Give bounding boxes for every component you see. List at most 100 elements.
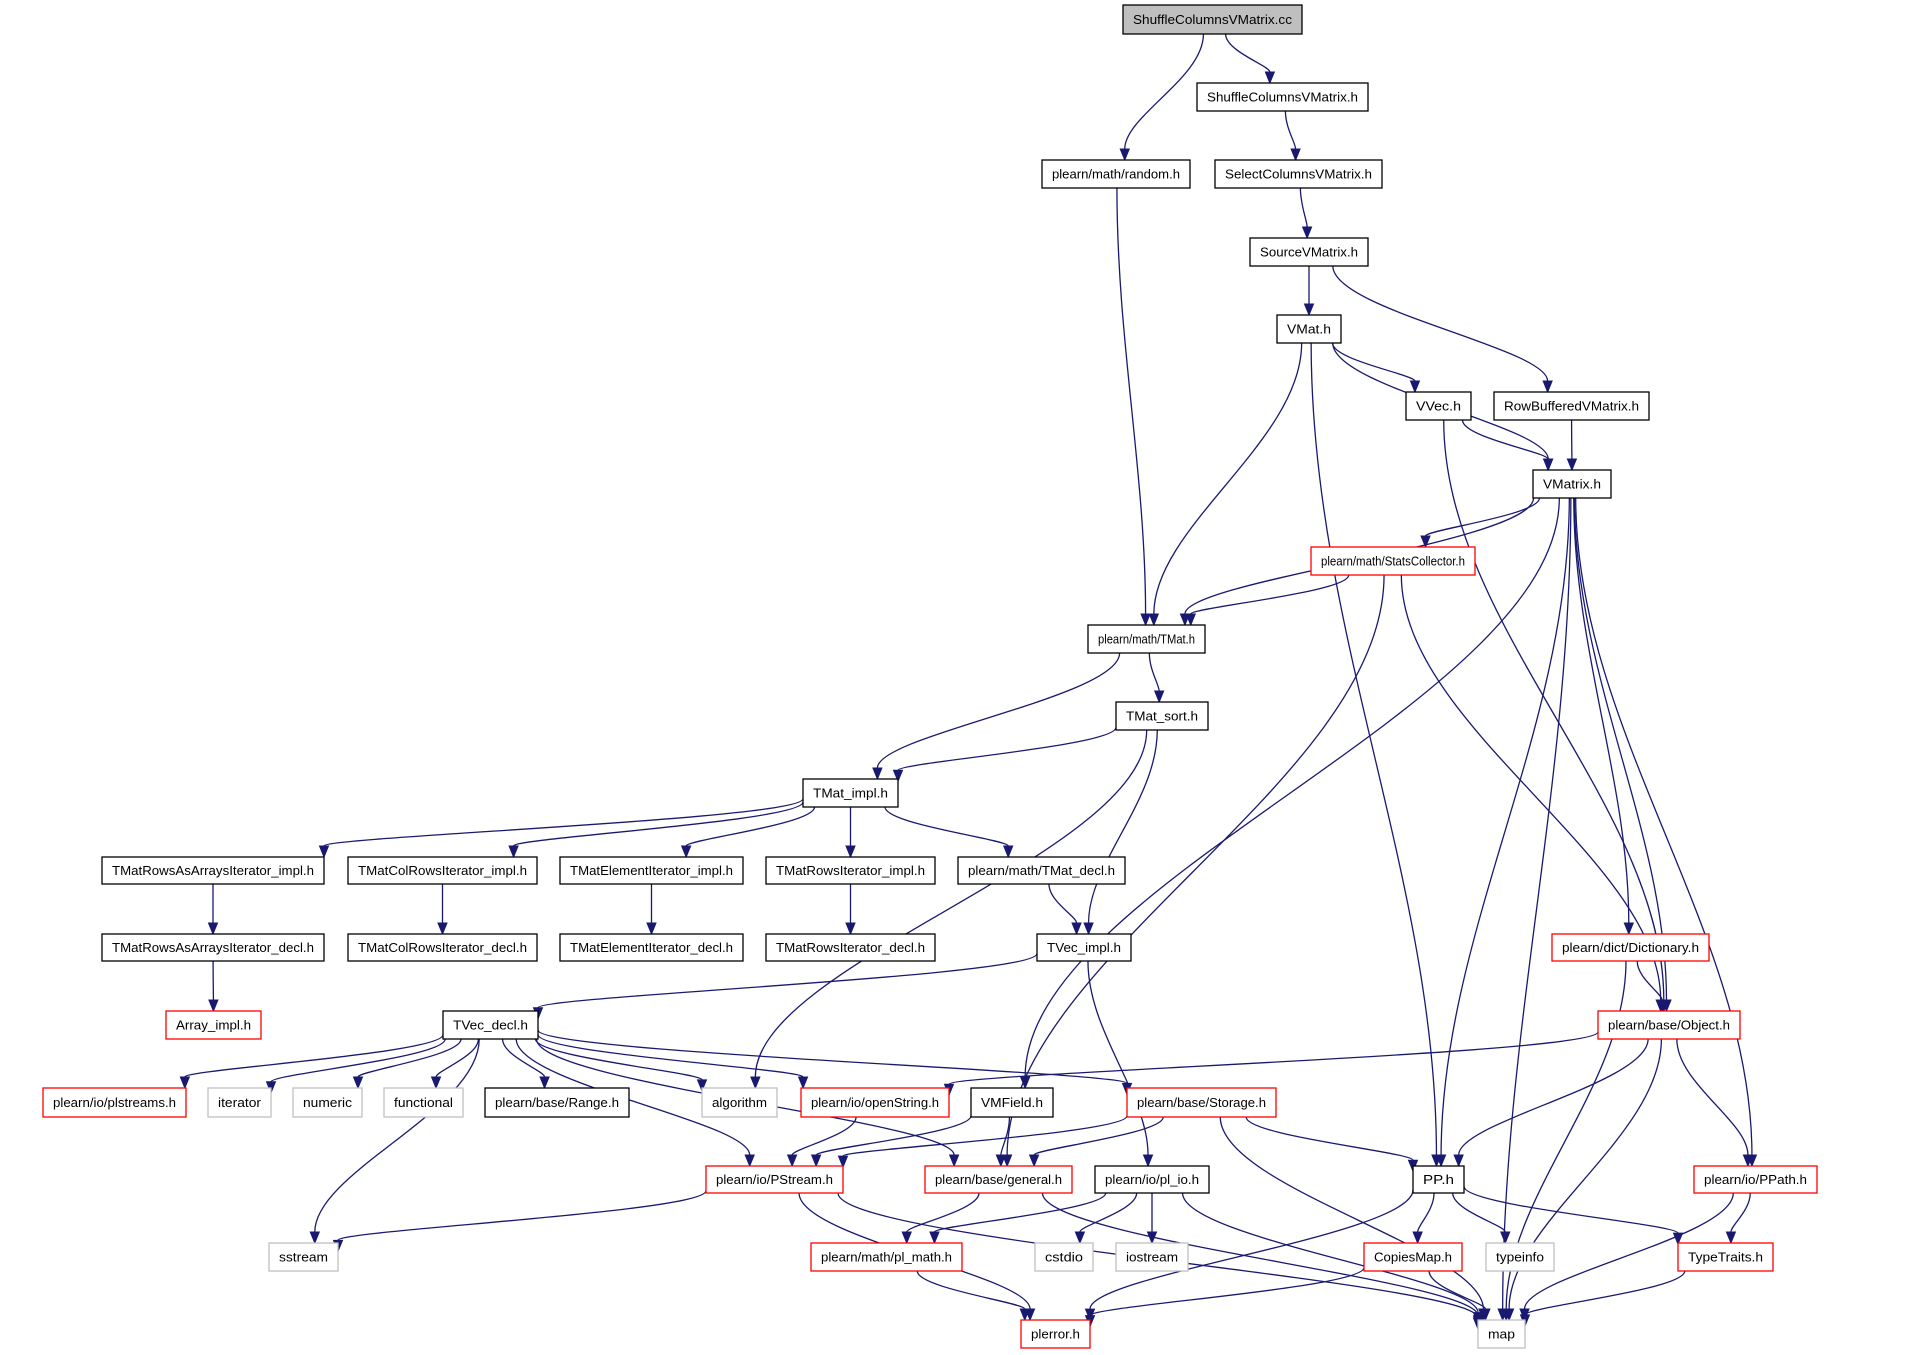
- edge-line: [897, 727, 1117, 771]
- edge-tvec_decl-to-algorithm: [534, 1038, 708, 1093]
- node-box: [1493, 391, 1650, 421]
- node-vmfield-h[interactable]: VMField.h: [970, 1087, 1054, 1118]
- edge-vmatrix_h-to-map: [1497, 497, 1572, 1322]
- arrowhead-icon: [265, 1081, 277, 1095]
- arrowhead-icon: [1725, 1231, 1737, 1245]
- node-typetraits-h[interactable]: TypeTraits.h: [1677, 1242, 1774, 1272]
- node-rowbuf-h[interactable]: RowBufferedVMatrix.h: [1493, 391, 1650, 421]
- edge-line: [1124, 33, 1205, 150]
- node-elem-impl[interactable]: TMatElementIterator_impl.h: [559, 856, 744, 885]
- edge-line: [1461, 419, 1549, 460]
- edge-vmat_h-to-vvec_h: [1331, 342, 1421, 394]
- node-box: [1020, 1319, 1091, 1349]
- edge-line: [754, 729, 1148, 1078]
- edge-line: [537, 1033, 804, 1078]
- edge-line: [1299, 187, 1308, 228]
- edge-storage_h-to-pstream_h: [837, 1115, 1128, 1169]
- node-rowsarr-impl[interactable]: TMatRowsAsArraysIterator_impl.h: [101, 856, 325, 885]
- edge-general_h-to-pl_math_h: [901, 1192, 980, 1245]
- node-pstream-h[interactable]: plearn/io/PStream.h: [705, 1165, 844, 1194]
- node-label: VVec.h: [1416, 399, 1461, 414]
- node-vvec-h[interactable]: VVec.h: [1405, 391, 1472, 421]
- arrowhead-icon: [1656, 999, 1668, 1013]
- node-tvec-decl[interactable]: TVec_decl.h: [442, 1010, 539, 1040]
- node-box: [559, 933, 744, 962]
- edge-line: [515, 1038, 751, 1156]
- node-openstring-h[interactable]: plearn/io/openString.h: [800, 1087, 950, 1118]
- node-label: ShuffleColumnsVMatrix.h: [1207, 90, 1358, 105]
- node-cc[interactable]: ShuffleColumnsVMatrix.cc: [1122, 4, 1303, 35]
- edge-line: [876, 652, 1121, 769]
- edge-tvec_decl-to-functional: [430, 1038, 480, 1090]
- node-dict-h[interactable]: plearn/dict/Dictionary.h: [1551, 933, 1710, 962]
- edge-line: [1463, 1186, 1679, 1234]
- node-source-h[interactable]: SourceVMatrix.h: [1249, 237, 1369, 267]
- node-stats-h[interactable]: plearn/math/StatsCollector.h: [1310, 546, 1476, 576]
- node-tmat-decl[interactable]: plearn/math/TMat_decl.h: [957, 856, 1126, 885]
- node-tmat-impl-h[interactable]: TMat_impl.h: [802, 778, 899, 808]
- node-rowsarr-decl[interactable]: TMatRowsAsArraysIterator_decl.h: [101, 933, 325, 962]
- edge-object_h-to-map: [1503, 1038, 1663, 1322]
- edge-pp_h-to-copiesmap_h: [1412, 1192, 1435, 1245]
- node-pp-h[interactable]: PP.h: [1412, 1165, 1465, 1194]
- edge-tvec_decl-to-iterator: [265, 1038, 446, 1095]
- edge-line: [1424, 497, 1541, 537]
- node-label: plearn/io/PPath.h: [1704, 1172, 1807, 1187]
- node-label: VMatrix.h: [1543, 477, 1601, 492]
- node-shuffle-h[interactable]: ShuffleColumnsVMatrix.h: [1196, 82, 1369, 112]
- node-array-impl[interactable]: Array_impl.h: [165, 1010, 262, 1040]
- edge-line: [916, 1270, 1026, 1310]
- node-pl-math-h[interactable]: plearn/math/pl_math.h: [810, 1242, 963, 1272]
- node-plstreams-h[interactable]: plearn/io/plstreams.h: [42, 1087, 187, 1118]
- node-object-h[interactable]: plearn/base/Object.h: [1597, 1010, 1741, 1040]
- node-box: [207, 1087, 272, 1118]
- edge-line: [685, 806, 816, 847]
- edge-tvec_decl-to-storage_h: [537, 1029, 1133, 1096]
- edge-line: [815, 1115, 972, 1156]
- arrowhead-icon: [750, 1076, 761, 1090]
- node-box: [1087, 624, 1206, 654]
- node-tmat-sort-h[interactable]: TMat_sort.h: [1115, 701, 1209, 731]
- node-colrows-impl[interactable]: TMatColRowsIterator_impl.h: [347, 856, 538, 885]
- edge-pl_io_h-to-iostream: [1146, 1193, 1158, 1245]
- edge-line: [435, 1038, 480, 1078]
- node-box: [1036, 933, 1132, 962]
- edge-tmat_sort_h-to-algorithm: [750, 729, 1148, 1090]
- node-box: [442, 1010, 539, 1040]
- edge-stats_h-to-tmat_h: [1185, 574, 1350, 627]
- edge-line: [906, 1192, 980, 1233]
- node-general-h[interactable]: plearn/base/general.h: [924, 1165, 1073, 1194]
- node-elem-decl[interactable]: TMatElementIterator_decl.h: [559, 933, 744, 962]
- node-tmat-h[interactable]: plearn/math/TMat.h: [1087, 624, 1206, 654]
- node-copiesmap-h[interactable]: CopiesMap.h: [1363, 1242, 1463, 1272]
- node-rows-decl[interactable]: TMatRowsIterator_decl.h: [765, 933, 936, 962]
- node-vmatrix-h[interactable]: VMatrix.h: [1532, 469, 1612, 499]
- node-vmat-h[interactable]: VMat.h: [1276, 314, 1342, 344]
- node-colrows-decl[interactable]: TMatColRowsIterator_decl.h: [347, 933, 538, 962]
- node-box: [1214, 159, 1383, 189]
- node-ppath-h[interactable]: plearn/io/PPath.h: [1693, 1165, 1818, 1194]
- node-range-h[interactable]: plearn/base/Range.h: [484, 1087, 630, 1118]
- edge-line: [1024, 497, 1560, 1078]
- node-rows-impl[interactable]: TMatRowsIterator_impl.h: [765, 856, 936, 885]
- arrowhead-icon: [1542, 458, 1554, 472]
- edge-line: [1508, 1038, 1663, 1310]
- node-box: [810, 1242, 963, 1272]
- node-select-h[interactable]: SelectColumnsVMatrix.h: [1214, 159, 1383, 189]
- arrowhead-icon: [995, 1154, 1007, 1168]
- node-tvec-impl[interactable]: TVec_impl.h: [1036, 933, 1132, 962]
- edge-line: [1148, 652, 1160, 692]
- node-storage-h[interactable]: plearn/base/Storage.h: [1126, 1087, 1277, 1118]
- node-plerror-h[interactable]: plerror.h: [1020, 1319, 1091, 1349]
- node-random-h[interactable]: plearn/math/random.h: [1041, 159, 1191, 189]
- edge-pp_h-to-typetraits_h: [1463, 1186, 1684, 1246]
- edge-storage_h-to-pp_h: [1245, 1116, 1419, 1173]
- node-box: [1122, 4, 1303, 35]
- node-label: SelectColumnsVMatrix.h: [1225, 167, 1372, 182]
- edge-line: [1041, 1192, 1479, 1316]
- arrowhead-icon: [872, 767, 883, 781]
- node-label: algorithm: [712, 1095, 767, 1110]
- node-label: TMatColRowsIterator_impl.h: [358, 863, 527, 878]
- arrowhead-icon: [1290, 148, 1301, 162]
- node-pl-io-h[interactable]: plearn/io/pl_io.h: [1094, 1165, 1210, 1194]
